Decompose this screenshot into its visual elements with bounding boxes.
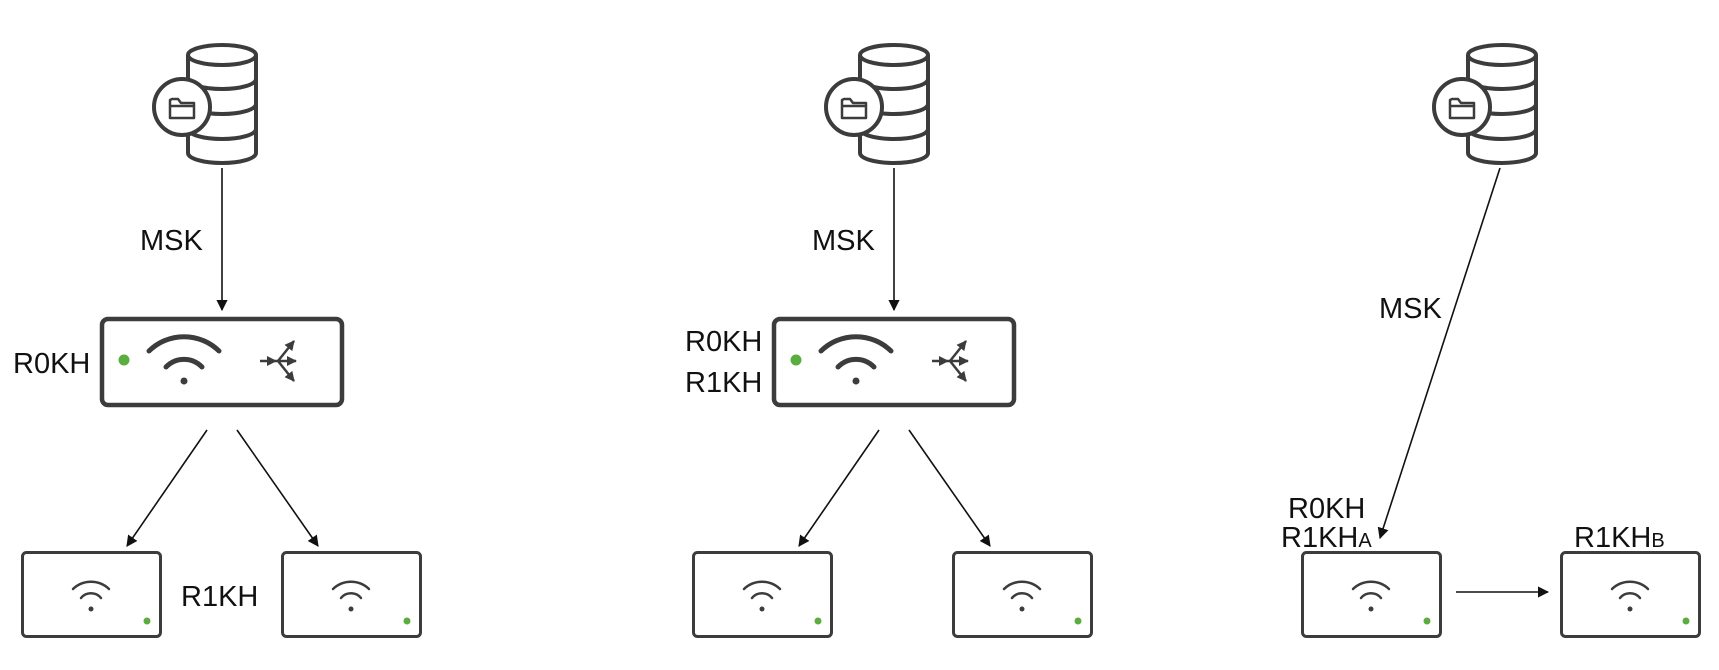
msk-label: MSK (140, 225, 204, 257)
access-point-b (1562, 553, 1700, 637)
msk-label: MSK (812, 225, 876, 257)
ap-b-label-r1kh: R1KHB (1574, 522, 1665, 554)
server-icon (824, 43, 930, 165)
fanout-arrow-right (236, 429, 319, 547)
access-point-left (23, 553, 161, 637)
ap-a-label-r1kh-main: R1KH (1281, 522, 1358, 554)
wireless-controller (774, 319, 1014, 405)
fanout-arrow-left (798, 429, 880, 547)
ap-a-label-subscript: A (1358, 530, 1372, 552)
access-point-right (283, 553, 421, 637)
controller-label-r1kh: R1KH (685, 367, 762, 399)
panel-2: MSK R0KH R1KH (685, 43, 1092, 637)
panel-3: MSK R0KH R1KHA R1KHB (1281, 43, 1700, 637)
ap-a-label-r1kh: R1KHA (1281, 522, 1372, 554)
panel-1: MSK R0KH R1KH (13, 43, 421, 637)
controller-label-r0kh: R0KH (685, 326, 762, 358)
access-point-left (694, 553, 832, 637)
server-icon (152, 43, 258, 165)
fanout-arrow-right (908, 429, 991, 547)
msk-label: MSK (1379, 293, 1443, 325)
wireless-controller (102, 319, 342, 405)
access-point-right (954, 553, 1092, 637)
server-icon (1432, 43, 1538, 165)
msk-arrow-diagonal (1377, 167, 1501, 540)
ap-b-label-r1kh-main: R1KH (1574, 522, 1651, 554)
controller-label-r0kh: R0KH (13, 348, 90, 380)
ap-pair-label-r1kh: R1KH (181, 581, 258, 613)
access-point-a (1303, 553, 1441, 637)
ap-a-label-r0kh: R0KH (1288, 493, 1365, 525)
fanout-arrow-left (126, 429, 208, 547)
ap-b-label-subscript: B (1651, 530, 1664, 552)
